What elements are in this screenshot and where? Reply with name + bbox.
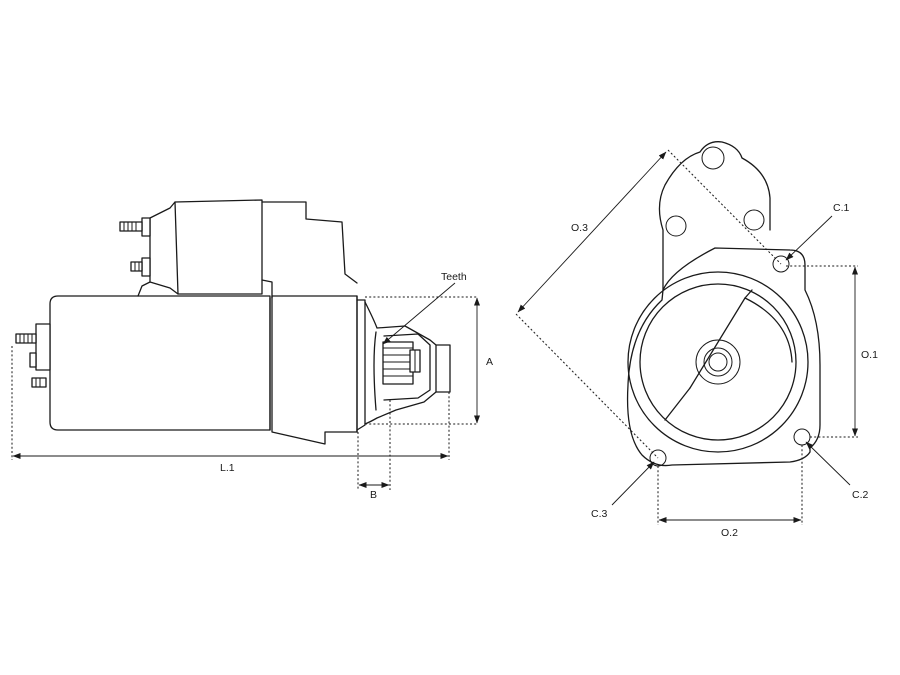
- front-view: [515, 141, 858, 525]
- dimension-lines-front: [515, 149, 858, 525]
- dimension-lines-side: [11, 282, 480, 490]
- upper-terminal-stud: [119, 217, 151, 237]
- main-bore: [627, 271, 809, 453]
- label-c2: C.2: [852, 489, 869, 501]
- top-mounting-lobe: [658, 141, 771, 291]
- pinion-gear: [382, 341, 421, 385]
- label-c1: C.1: [833, 202, 850, 214]
- drive-housing: [271, 295, 451, 445]
- motor-body: [15, 295, 271, 431]
- lower-terminal-stud: [130, 257, 151, 277]
- solenoid: [119, 199, 358, 299]
- label-o3: O.3: [571, 222, 588, 234]
- label-a: A: [486, 356, 493, 368]
- label-b: B: [370, 489, 377, 501]
- label-teeth: Teeth: [441, 271, 467, 283]
- label-o1: O.1: [861, 349, 878, 361]
- label-c3: C.3: [591, 508, 608, 520]
- label-l1: L.1: [220, 462, 235, 474]
- side-view: [11, 199, 480, 490]
- label-o2: O.2: [721, 527, 738, 539]
